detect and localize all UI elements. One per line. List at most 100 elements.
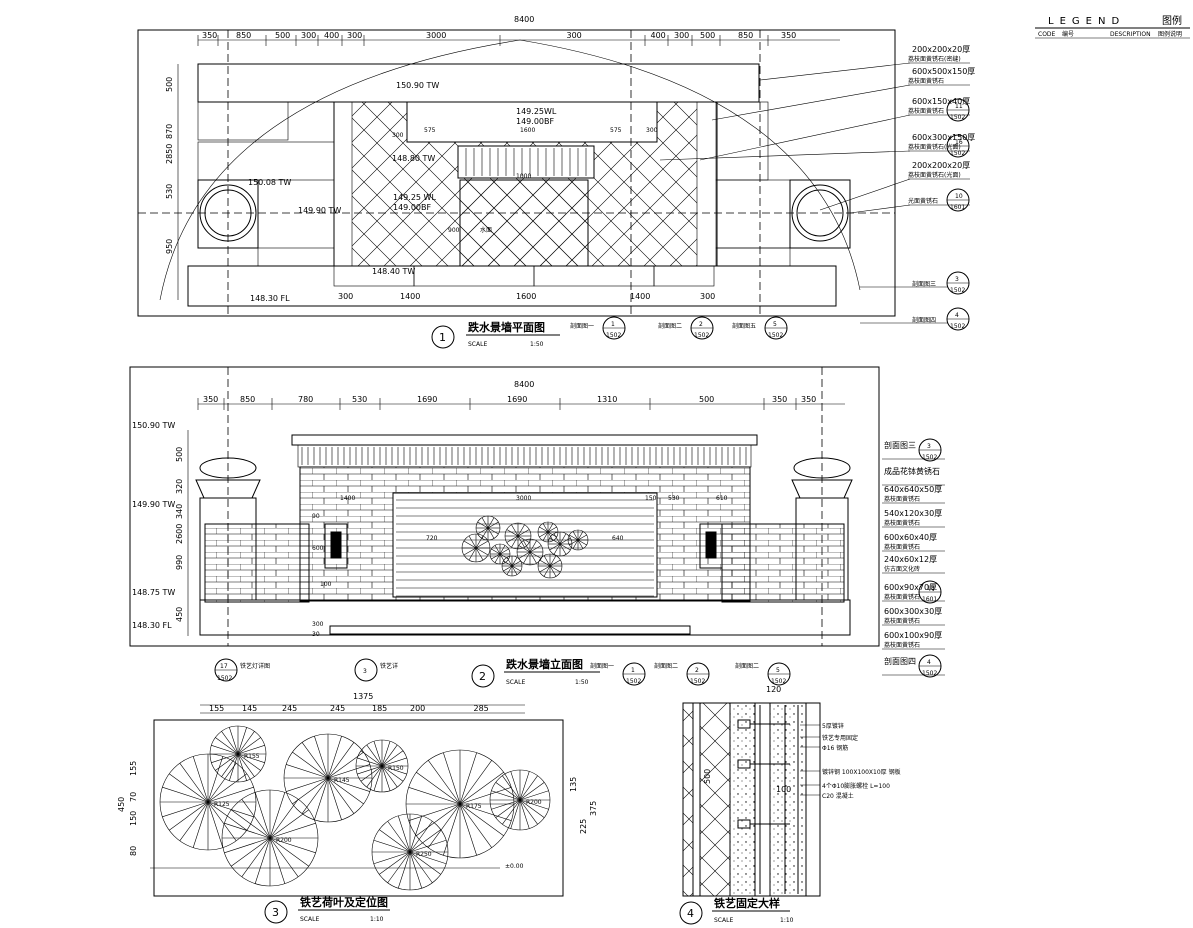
- d3-scale-label: SCALE: [300, 916, 319, 923]
- d4-inner-dim: 100: [776, 785, 791, 794]
- elev-title: 跌水景墙立面图: [506, 657, 583, 671]
- elev-lamp-ref-text: 铁艺灯详图: [240, 662, 270, 670]
- plan-bottom-ref-sheet: 1502: [606, 332, 621, 339]
- plan-callout-sub: 荔枝面黄锈石(光面): [908, 143, 961, 151]
- d3-lotus-vein: [269, 837, 286, 884]
- plan-spill-grate: [457, 145, 595, 179]
- elev-left-bowl: [195, 479, 261, 499]
- d3-left-dim: 80: [129, 846, 138, 856]
- elev-lotus-vein: [529, 540, 537, 553]
- d3-lotus-vein: [314, 736, 329, 779]
- plan-callout-pointer: [819, 178, 911, 211]
- plan-callout-pointer: [759, 62, 911, 81]
- plan-title-num: 1: [439, 331, 446, 344]
- d3-lotus-vein: [373, 741, 383, 767]
- elev-iron-ref-num: 3: [363, 668, 367, 675]
- d3-lotus-vein: [207, 773, 248, 803]
- elev-lotus-vein: [494, 553, 501, 563]
- d3-lotus-vein: [387, 851, 411, 883]
- elev-lotus-vein: [553, 533, 561, 545]
- d3-right-dim: 225: [579, 819, 588, 834]
- elev-callout-ref-num: 18: [927, 585, 935, 592]
- d3-lotus-vein: [269, 837, 299, 878]
- d4-note: C20 混凝土: [822, 792, 854, 800]
- d3-lotus-vein: [286, 764, 329, 779]
- elev-lotus-vein: [463, 540, 477, 549]
- elev-lotus-vein: [475, 535, 484, 549]
- d3-lotus-vein: [179, 801, 209, 842]
- elev-lotus-vein: [549, 555, 557, 567]
- elev-lotus-vein: [549, 559, 561, 567]
- d3-lotus-vein: [327, 736, 342, 779]
- plan-top-dim: 500: [700, 31, 715, 40]
- plan-top-dim: 3000: [426, 31, 446, 40]
- elev-lotus-vein: [529, 551, 542, 559]
- d3-lotus-vein: [381, 765, 398, 788]
- d3-lotus-vein: [379, 829, 411, 853]
- d3-lotus-vein: [269, 809, 310, 839]
- elev-inner-dim: 720: [426, 535, 438, 542]
- elev-inner-dim: 90: [312, 513, 320, 520]
- elev-frieze-dentils: [301, 447, 747, 465]
- elev-lotus-vein: [539, 531, 549, 538]
- elev-lotus-vein: [487, 527, 499, 535]
- legend-col-code: CODE: [1038, 31, 1056, 38]
- d3-lotus-vein: [381, 765, 391, 791]
- d3-lotus-vein: [327, 777, 370, 792]
- d3-lotus-vein: [292, 751, 329, 779]
- plan-bottom-ref-num: 2: [699, 321, 703, 328]
- elev-lotus-vein: [468, 547, 477, 561]
- d3-lotus-vein: [459, 760, 492, 805]
- d3-lotus-vein: [192, 801, 209, 848]
- plan-bottom-ref-num: 5: [773, 321, 777, 328]
- elev-lotus-vein: [511, 557, 518, 567]
- d3-radius-label: R200: [526, 799, 542, 806]
- plan-section-ref-sheet: 1502: [950, 287, 965, 294]
- plan-grate-bars: [465, 148, 587, 176]
- plan-stone-block: [413, 265, 535, 287]
- d3-lotus-vein: [428, 760, 461, 805]
- d3-lotus-vein: [459, 803, 512, 821]
- elev-lotus-vein: [543, 565, 551, 577]
- legend-title-cn: 图例: [1162, 14, 1182, 27]
- elev-left-lamp-glass: [330, 531, 342, 559]
- d3-lotus-vein: [237, 745, 265, 755]
- elev-title-num: 2: [479, 670, 486, 683]
- plan-bottom-ref-sheet: 1502: [768, 332, 783, 339]
- elev-lotus-vein: [506, 565, 513, 575]
- elev-lotus-vein: [529, 551, 537, 564]
- d3-lotus-vein: [241, 798, 271, 839]
- plan-callout-sub: 荔枝面黄锈石(密缝): [908, 55, 961, 63]
- d3-lotus-vein: [207, 801, 237, 842]
- d3-overall-dim: 1375: [353, 692, 373, 701]
- d3-lotus-vein: [519, 799, 538, 825]
- d3-lotus-vein: [519, 771, 530, 801]
- d3-lotus-vein: [409, 829, 441, 853]
- elev-inner-dim: 640: [612, 535, 624, 542]
- elev-top-dim: 530: [352, 395, 367, 404]
- plan-callout-ref-num: 11: [955, 103, 963, 110]
- elev-inner-dim: 530: [668, 495, 680, 502]
- d3-lotus-vein: [237, 753, 265, 763]
- d3-lotus-vein: [179, 762, 209, 803]
- d3-lotus-vein: [162, 801, 209, 818]
- plan-top-dim: 350: [781, 31, 796, 40]
- d4-note: 镀锌钢 100X100X10厚 钢板: [822, 768, 901, 776]
- elev-lotus-vein: [481, 527, 489, 539]
- plan-top-dim: 300: [674, 31, 689, 40]
- plan-stone-block: [197, 141, 335, 181]
- elev-top-dim: 1690: [507, 395, 527, 404]
- d3-lotus-vein: [254, 792, 271, 839]
- d3-lotus-vein: [168, 801, 209, 831]
- plan-stone-block: [653, 265, 715, 287]
- elev-lotus-vein: [547, 526, 557, 533]
- d3-radius-label: R145: [334, 777, 350, 784]
- d3-lotus-vein: [381, 744, 398, 767]
- plan-bottom-ref-text: 剖面图一: [570, 322, 594, 330]
